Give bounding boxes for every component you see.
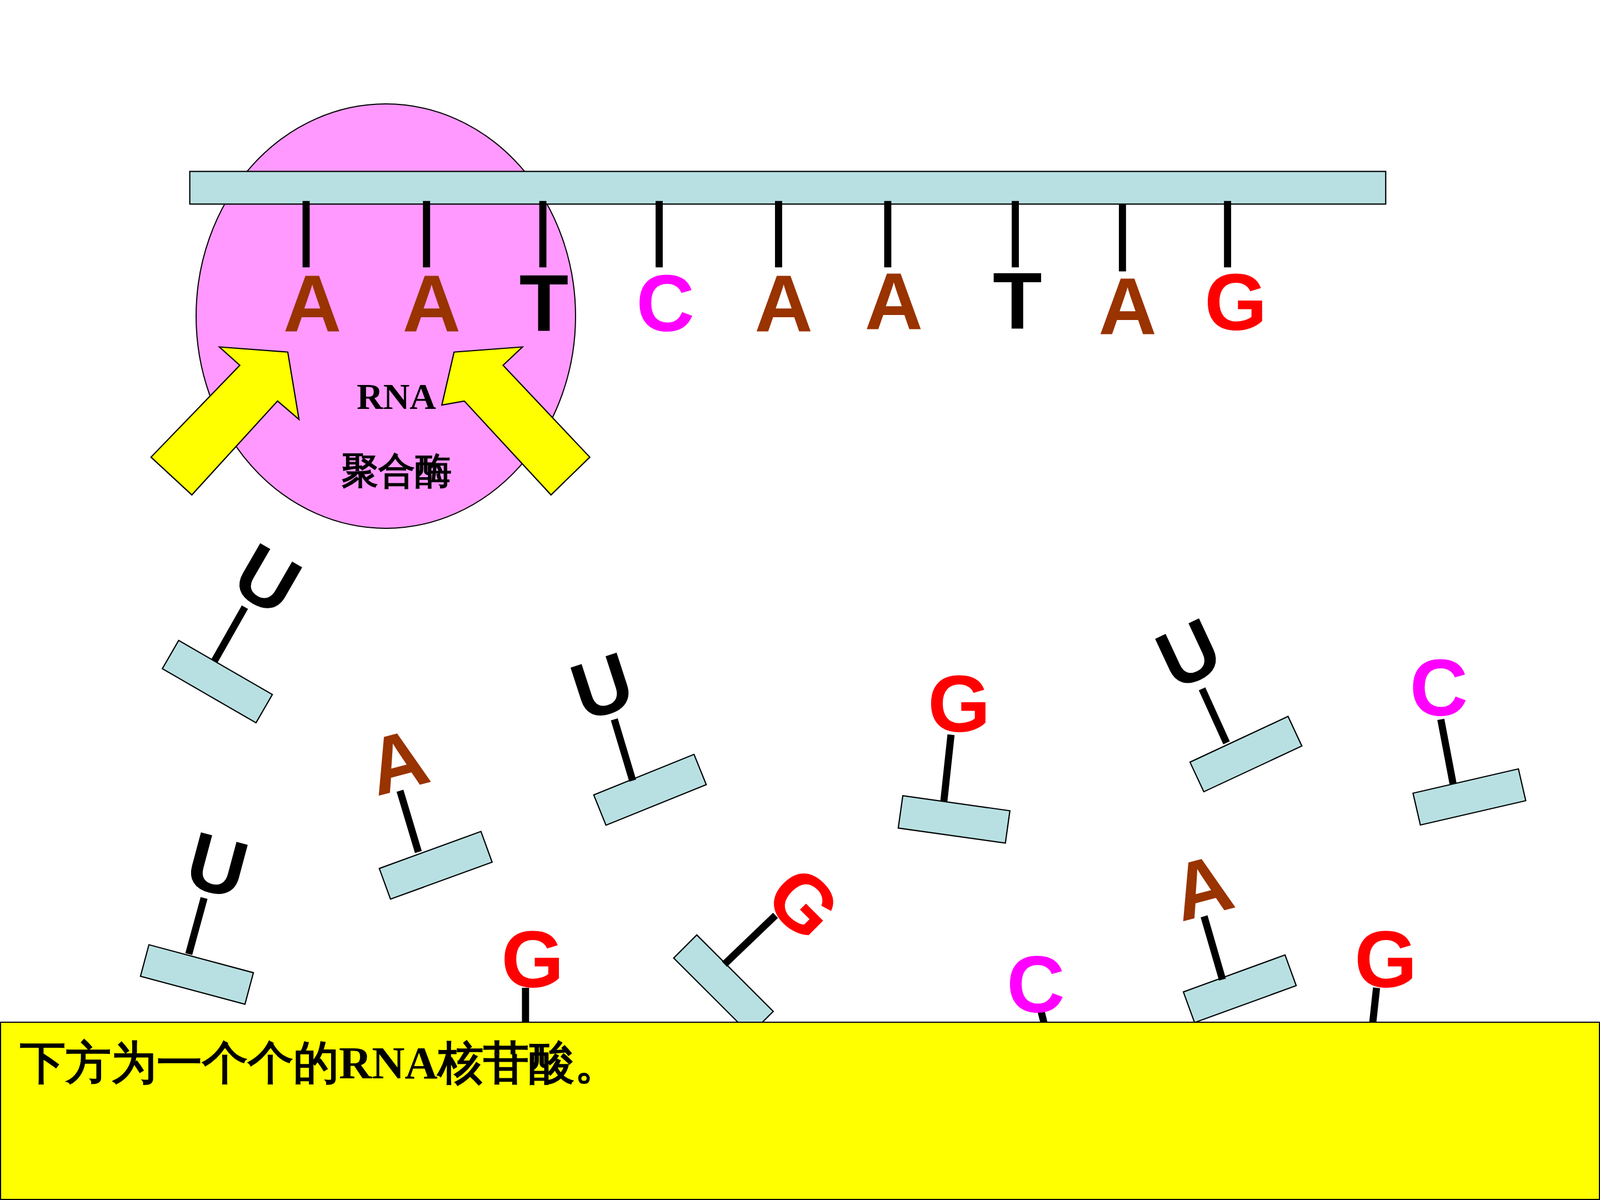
template-base: A [402,262,462,344]
template-base: A [1098,266,1157,347]
nucleotide-base: G [752,852,854,954]
nucleotide-base: A [359,715,437,809]
template-base: T [519,262,569,344]
template-base: A [754,262,813,344]
nucleotide-base: C [1409,647,1468,728]
nucleotide-base: C [1006,944,1065,1025]
nucleotide-base: U [222,530,313,629]
nucleotide-base: A [1163,841,1241,934]
enzyme-label: RNA 聚合酶 [336,359,457,509]
nucleotide-base: U [561,639,642,734]
nucleotide-base: G [501,918,564,1000]
template-base: G [1204,261,1268,343]
note-text: 下方为一个个的RNA核苷酸。 [20,1033,1580,1094]
dna-backbone [190,171,1387,205]
template-base: A [865,260,924,342]
note-band: 下方为一个个的RNA核苷酸。 [0,1021,1600,1200]
nucleotides [140,607,1527,1035]
nucleotide-base: U [1145,605,1233,704]
nucleotide-base: G [927,663,991,745]
nucleotide-base: U [178,818,257,912]
template-base: C [636,262,695,344]
nucleotide-base: G [1354,918,1418,1000]
template-base: T [992,260,1043,342]
template-base: A [283,262,342,344]
